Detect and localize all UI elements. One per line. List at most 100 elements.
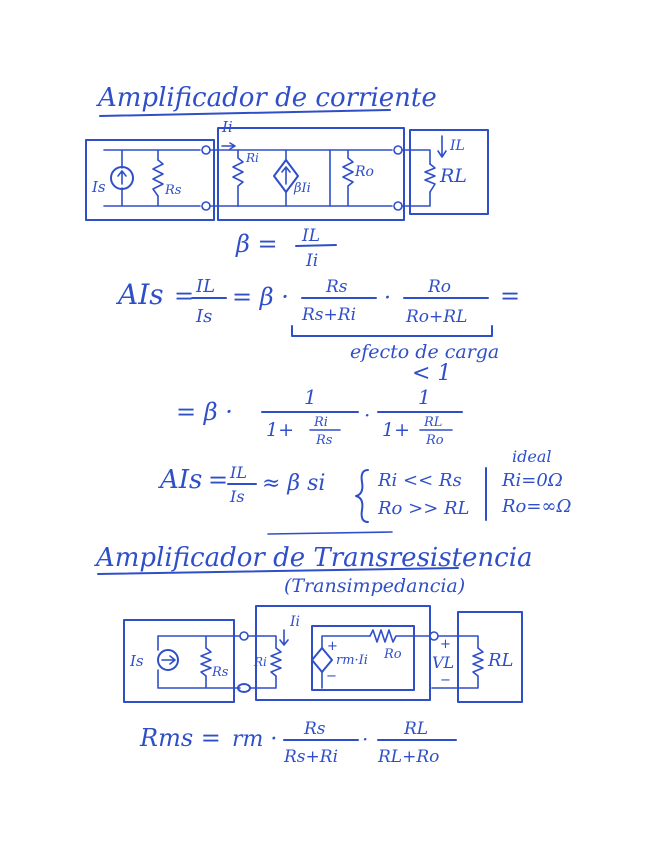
label2-Ii: Ii [289,614,300,630]
label-RL: RL [439,165,467,187]
output-terminal-bottom [393,201,403,211]
label-Is: Is [91,178,106,196]
g2-den-num: RL [423,415,442,430]
section2-title-underline [97,567,459,575]
Ii2-arrow-icon [279,629,289,646]
section1-title-underline [99,109,391,117]
g1-den-den: Rs [315,433,333,448]
equals-beta-dot: = β · [232,283,289,311]
section2-title: Amplificador de Transresistencia [94,543,533,573]
label-Rs: Rs [164,183,182,198]
beta-denominator: Ii [305,251,318,271]
approx-Is: Is [229,487,245,506]
h2-denominator: RL+Ro [377,747,439,767]
AIs-lhs: AIs [115,278,164,311]
load-block [409,129,489,215]
f1-numerator: Rs [325,277,348,297]
frac-Is-denominator: Is [195,306,212,327]
source-block [85,139,215,221]
approx-lhs: AIs [158,465,202,495]
ideal-title: ideal [512,447,551,466]
separator-stroke [267,531,393,535]
current-source-arrow-icon [117,170,127,185]
label-Ro: Ro [354,164,374,180]
loading-effect-bracket [291,325,493,337]
input2-wires [247,635,277,689]
source2-wires [157,635,241,689]
beta-lhs: β = [235,230,278,258]
label-Ri: Ri [245,151,259,165]
label2-Rs: Rs [211,665,229,680]
rm-coef: rm · [232,727,277,752]
label2-Ro: Ro [383,647,402,662]
current-amplifier-circuit: Ii IL Is Rs Ri βIi Ro RL [85,118,489,221]
f-dot: · [384,286,391,311]
amplifier2-block [255,605,431,701]
current-source2-icon [157,649,179,671]
label2-Is: Is [129,652,144,670]
h1-denominator: Rs+Ri [283,747,338,767]
f2-numerator: Ro [427,277,451,297]
label2-VL: VL [432,653,454,672]
g-dot: · [364,403,370,427]
load-wires [401,149,431,207]
amplifier2-inner-block [311,625,415,691]
current-source-icon [110,166,134,190]
eq-end: = [500,282,520,310]
amplifier-block [217,127,405,221]
Ii-arrow-icon [221,142,236,150]
line2-prefix: = β · [176,398,233,426]
h-dot: · [362,727,368,751]
label-beta-Ii: βIi [293,181,311,196]
resistor-Ro-icon [329,149,393,207]
dependent-voltage-source-icon [311,647,333,673]
rm-lhs: Rms = [139,724,221,752]
g1-den-a: 1+ [266,419,294,441]
beta-fraction-bar [295,244,337,247]
beta-definition: β = IL Ii [235,226,337,271]
transresistance-amplifier-circuit: Is Rs Ri Ii rm·Ii Ro VL RL + − + − [123,605,523,703]
loading-effect-note: efecto de carga [350,341,499,363]
approx-equals: = [208,466,228,494]
current-source2-arrow-icon [161,655,176,665]
input-terminal-top [201,145,211,155]
approximation-conditions: AIs = IL Is ≈ β si Ri << Rs Ro >> RL ide… [158,447,571,523]
input-wires [209,149,239,207]
ideal-Ri: Ri=0Ω [501,470,563,491]
load2-block [457,611,523,703]
label2-rmIi: rm·Ii [336,653,368,668]
current-gain-equation: AIs = IL Is = β · Rs Rs+Ri · Ro Ro+RL = … [115,276,520,386]
source-wires [103,149,201,207]
label2-RL: RL [487,650,514,671]
section2-subtitle: (Transimpedancia) [284,575,465,597]
dep-vsource-wires [321,635,371,689]
g1-den-num: Ri [313,415,328,430]
input2-terminal-top [239,631,249,641]
approx-IL: IL [229,463,247,482]
condition-brace [355,469,369,523]
label2-minus-source: − [326,669,337,684]
ideal-Ro: Ro=∞Ω [501,496,571,517]
output2-terminal-top [429,631,439,641]
label2-minus-load: − [440,673,451,688]
resistor2-Ri-icon [270,647,282,677]
frac-IL-numerator: IL [195,276,215,297]
loading-effect-less-than-1: < 1 [412,361,451,386]
label-Ii-top: Ii [221,118,233,136]
h2-numerator: RL [403,719,428,739]
label2-plus-source: + [327,639,338,654]
f1-denominator: Rs+Ri [301,305,356,325]
condition-Ri-Rs: Ri << Rs [377,470,462,491]
AIs-equals: = [174,282,194,310]
resistor-Rs-icon [152,159,164,197]
resistor2-Rs-icon [200,647,212,677]
output-terminal-top [393,145,403,155]
g2-numerator: 1 [418,385,431,409]
transresistance-gain-equation: Rms = rm · Rs Rs+Ri · RL RL+Ro [139,719,457,767]
expanded-gain-equation: = β · 1 1+ Ri Rs · 1 1+ RL Ro [176,385,463,448]
condition-Ro-RL: Ro >> RL [377,498,470,519]
label-IL: IL [449,138,465,154]
label2-Ri: Ri [253,655,267,669]
